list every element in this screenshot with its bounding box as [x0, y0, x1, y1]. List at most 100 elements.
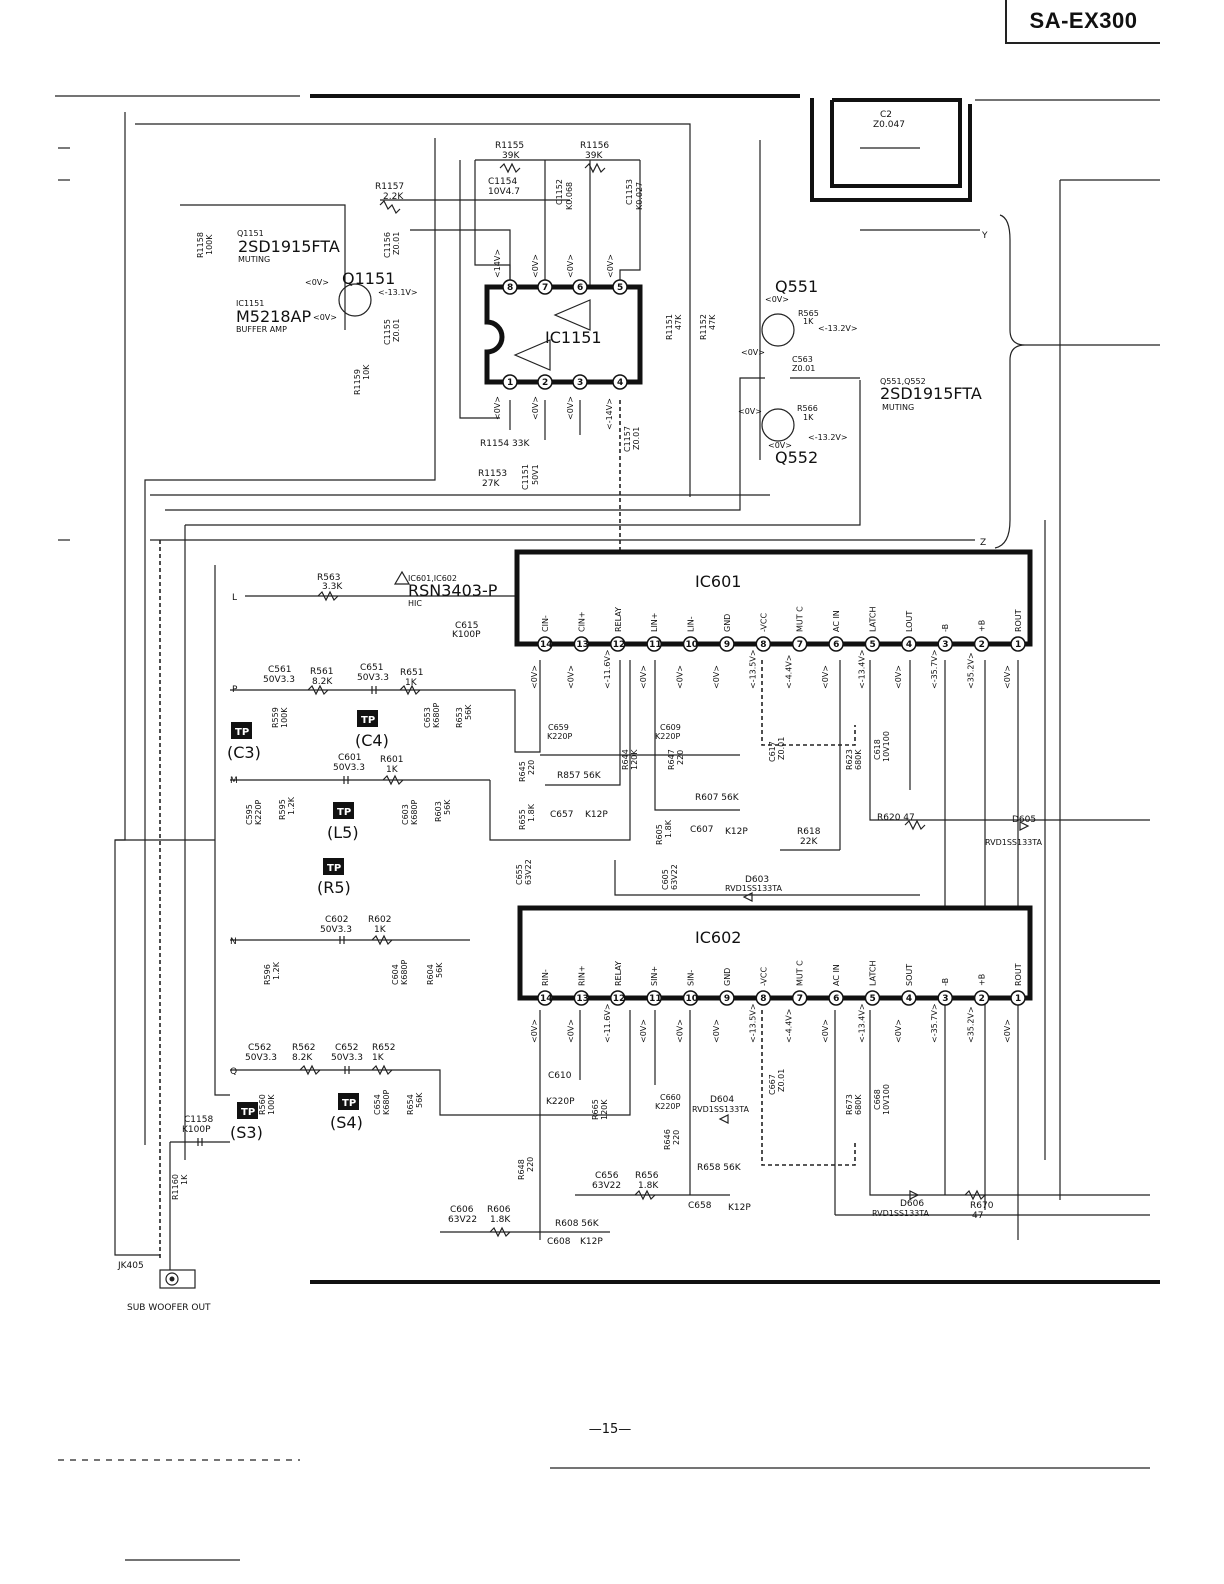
pin-number: 12: [613, 640, 626, 650]
svg-text:C655: C655: [515, 864, 524, 885]
svg-text:C606: C606: [450, 1205, 474, 1215]
pin-number: 9: [724, 994, 730, 1004]
pin-voltage: <35.2V>: [967, 1006, 976, 1043]
svg-text:C1157: C1157: [623, 426, 632, 452]
svg-text:50V3.3: 50V3.3: [333, 763, 365, 773]
c2-value: Z0.047: [873, 120, 905, 130]
svg-text:C1156: C1156: [383, 232, 392, 258]
svg-text:C595: C595: [245, 804, 254, 825]
svg-text:56K: 56K: [443, 799, 452, 815]
svg-text:<0V>: <0V>: [305, 278, 329, 287]
svg-text:L: L: [232, 593, 237, 603]
svg-text:Q1151: Q1151: [342, 269, 395, 288]
pin-marker: [828, 990, 844, 1006]
svg-text:K220P: K220P: [547, 732, 573, 741]
ic1151-body: IC1151 8 7 6 5 1 2 3 4: [484, 279, 643, 390]
svg-text:1.8K: 1.8K: [527, 803, 536, 822]
pin-voltage: <0V>: [821, 1019, 830, 1043]
svg-text:R653: R653: [455, 707, 464, 728]
svg-text:P: P: [232, 685, 238, 695]
pin-number: 9: [724, 640, 730, 650]
pin-number: 1: [1015, 994, 1021, 1004]
svg-text:K220P: K220P: [546, 1097, 575, 1107]
svg-text:R623: R623: [845, 749, 854, 770]
svg-text:50V1: 50V1: [531, 464, 540, 485]
svg-text:220: 220: [672, 1130, 681, 1145]
pin-number: 5: [869, 640, 875, 650]
svg-text:Q1151: Q1151: [237, 229, 264, 238]
svg-text:<0V>: <0V>: [531, 396, 540, 420]
pin-voltage: <0V>: [676, 1019, 685, 1043]
svg-text:R596: R596: [263, 964, 272, 985]
pin-number: 10: [686, 994, 699, 1004]
pin-name: AC IN: [832, 964, 841, 986]
svg-text:10K: 10K: [362, 364, 371, 380]
pin-marker: [537, 990, 553, 1006]
svg-text:<0V>: <0V>: [741, 348, 765, 357]
svg-text:Z0.01: Z0.01: [392, 319, 401, 342]
svg-text:D605: D605: [1012, 815, 1036, 825]
page-number: —15—: [588, 1422, 632, 1437]
svg-text:(L5): (L5): [327, 823, 359, 842]
svg-text:63V22: 63V22: [670, 864, 679, 890]
svg-text:120K: 120K: [630, 749, 639, 770]
svg-text:39K: 39K: [585, 151, 603, 161]
svg-text:R561: R561: [310, 667, 333, 677]
svg-text:(S3): (S3): [230, 1123, 263, 1142]
svg-text:K680P: K680P: [400, 959, 409, 985]
pin-number: 2: [979, 994, 985, 1004]
svg-text:C608: C608: [547, 1237, 571, 1247]
ic602-pin-row: RIN-14<0V>RIN+13<0V>RELAY12<-11.6V>SIN+1…: [530, 960, 1026, 1043]
pin-marker: [646, 990, 662, 1006]
pin-marker: [901, 990, 917, 1006]
pin-marker: [573, 990, 590, 1006]
svg-text:IC601,IC602: IC601,IC602: [408, 574, 457, 583]
pin-name: CIN+: [577, 611, 586, 632]
svg-text:R656: R656: [635, 1171, 659, 1181]
svg-text:Q: Q: [230, 1067, 237, 1077]
svg-text:Q551: Q551: [775, 277, 818, 296]
pin-name: LOUT: [905, 611, 914, 632]
pin-marker: [864, 636, 881, 652]
svg-text:R665: R665: [591, 1099, 600, 1120]
svg-text:<0V>: <0V>: [606, 254, 615, 278]
component-symbols: [159, 162, 1030, 1289]
pin-number: 13: [576, 640, 589, 650]
pin-name: LIN-: [687, 616, 696, 632]
svg-text:TP: TP: [241, 1107, 255, 1118]
svg-text:C610: C610: [548, 1071, 572, 1081]
pin-voltage: <-4.4V>: [785, 655, 794, 690]
svg-text:50V3.3: 50V3.3: [331, 1053, 363, 1063]
svg-text:3.3K: 3.3K: [322, 582, 343, 592]
svg-text:2SD1915FTA: 2SD1915FTA: [880, 384, 982, 403]
pin-voltage: <0V>: [712, 1019, 721, 1043]
svg-text:K100P: K100P: [182, 1125, 211, 1135]
test-point-s4: TP: [338, 1093, 359, 1110]
pin-marker: [719, 990, 735, 1006]
svg-text:D606: D606: [900, 1199, 924, 1209]
svg-text:<0V>: <0V>: [531, 254, 540, 278]
model-number: SA-EX300: [1005, 0, 1160, 44]
svg-text:R595: R595: [278, 799, 287, 820]
svg-text:1.2K: 1.2K: [272, 961, 281, 980]
svg-text:C1158: C1158: [184, 1115, 213, 1125]
ic1151-pins: 8 7 6 5 1 2 3 4: [502, 279, 628, 390]
pin-marker: [719, 636, 735, 652]
svg-text:(C3): (C3): [227, 743, 261, 762]
svg-text:C657: C657: [550, 810, 573, 820]
pin-number: 4: [906, 640, 912, 650]
pin-number: 5: [869, 994, 875, 1004]
svg-text:R1151: R1151: [665, 314, 674, 340]
svg-text:IC1151: IC1151: [236, 299, 264, 308]
pin-number: 7: [797, 640, 803, 650]
section-a-labels: R1155 39K R1156 39K C1154 10V4.7 C1152 K…: [196, 141, 988, 548]
svg-text:Z0.01: Z0.01: [792, 364, 815, 373]
pin-voltage: <0V>: [821, 665, 830, 689]
pin-name: LATCH: [868, 606, 877, 632]
svg-text:MUTING: MUTING: [238, 255, 270, 264]
pin-number: 10: [686, 640, 699, 650]
svg-text:10V100: 10V100: [882, 1084, 891, 1115]
svg-text:Z0.01: Z0.01: [777, 1069, 786, 1092]
svg-text:TP: TP: [235, 727, 249, 738]
